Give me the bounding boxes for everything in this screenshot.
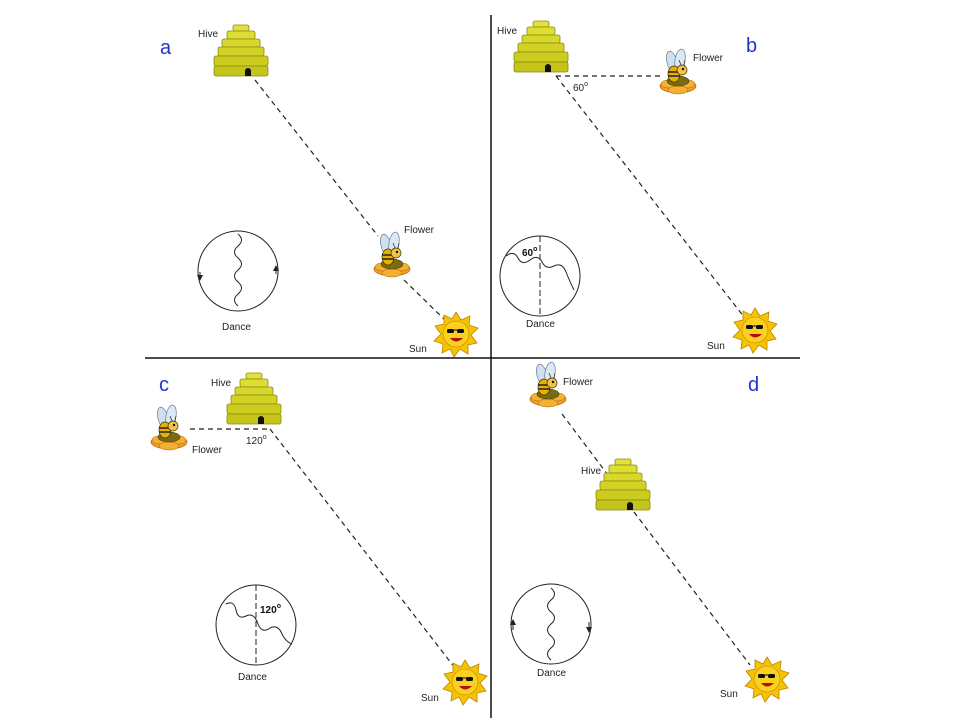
panel-d: d Flower Hive Sun Dance <box>510 360 790 703</box>
panel-c-bee-flower-icon <box>150 403 188 451</box>
panel-c-hive-icon <box>226 372 282 425</box>
panel-a-bee-flower-icon <box>373 230 411 278</box>
panel-a-letter: a <box>160 37 172 59</box>
panel-c-sun-label: Sun <box>421 693 439 704</box>
panel-b-path-hive-sun <box>555 75 749 323</box>
panel-d-sun-icon <box>744 656 790 703</box>
panel-b-sun-icon <box>732 307 778 354</box>
panel-d-dance-label: Dance <box>537 668 566 679</box>
panel-b-flower-label: Flower <box>693 53 724 64</box>
panel-c-path-hive-sun <box>269 428 456 669</box>
panel-a-dance-circle <box>197 230 279 312</box>
panel-c-hive-label: Hive <box>211 378 231 389</box>
panel-c-letter: c <box>159 374 169 396</box>
panel-d-waggle-run <box>547 587 555 661</box>
panel-b-letter: b <box>746 35 757 57</box>
panel-b-waggle-run <box>505 252 575 291</box>
panel-a-waggle-run <box>234 233 242 307</box>
panel-c-angle-label: 120o <box>246 434 267 447</box>
panel-c-flower-label: Flower <box>192 445 223 456</box>
panel-a-path-flower-sun <box>403 279 448 323</box>
panel-d-bee-flower-icon <box>529 360 567 408</box>
panel-c-sun-icon <box>442 659 488 706</box>
panel-b-bee-flower-icon <box>659 47 697 95</box>
panel-c-waggle-run <box>225 602 293 645</box>
panel-b-hive-icon <box>513 20 569 73</box>
panel-c-dance-angle-label: 120o <box>260 603 281 616</box>
panel-a-path-hive-flower <box>254 79 379 237</box>
panel-b: b Hive Flower 60o Sun 60o Dance <box>497 20 778 354</box>
panel-a-sun-icon <box>433 311 479 358</box>
panel-b-dance-angle-label: 60o <box>522 246 537 259</box>
panel-a-hive-label: Hive <box>198 29 218 40</box>
panel-d-path-hive-sun <box>633 511 751 666</box>
panel-d-hive-icon <box>595 458 651 511</box>
panel-b-hive-label: Hive <box>497 26 517 37</box>
panel-b-sun-label: Sun <box>707 341 725 352</box>
panel-c: c Hive Flower 120o Sun 120o Dance <box>150 372 488 706</box>
panel-d-flower-label: Flower <box>563 377 594 388</box>
panel-b-angle-label: 60o <box>573 81 588 94</box>
panel-a-flower-label: Flower <box>404 225 435 236</box>
panel-a-dance-label: Dance <box>222 322 251 333</box>
panel-a: a Hive Flower Sun Dance <box>160 24 479 358</box>
panel-d-sun-label: Sun <box>720 689 738 700</box>
panel-d-letter: d <box>748 374 759 396</box>
panel-c-dance-label: Dance <box>238 672 267 683</box>
panel-d-hive-label: Hive <box>581 466 601 477</box>
panel-a-hive-icon <box>213 24 269 77</box>
panel-b-dance-label: Dance <box>526 319 555 330</box>
panel-d-path-flower-hive <box>561 413 615 484</box>
panel-a-sun-label: Sun <box>409 344 427 355</box>
